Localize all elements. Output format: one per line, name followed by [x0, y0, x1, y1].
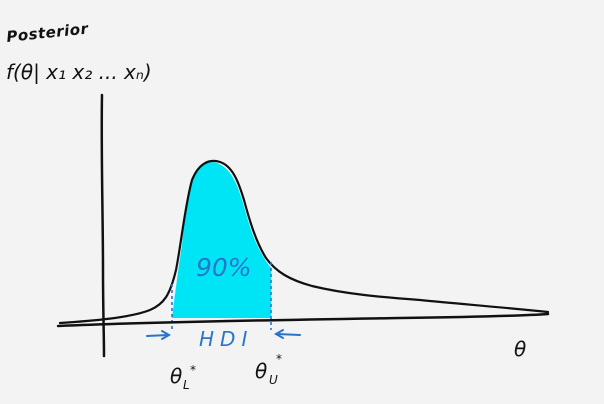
upper-arrow [273, 329, 301, 339]
svg-text:θ: θ [170, 364, 182, 388]
posterior-curve [58, 159, 550, 325]
svg-text:*: * [276, 352, 282, 366]
hdi-shaded-region [172, 161, 271, 318]
svg-text:*: * [190, 363, 196, 377]
lower-arrow [146, 330, 172, 340]
upper-bound-label: θ U * [255, 352, 282, 387]
x-axis-label: θ [514, 337, 526, 361]
svg-text:L: L [183, 378, 190, 392]
x-axis [56, 312, 550, 328]
lower-bound-label: θ L * [170, 363, 196, 392]
svg-text:θ: θ [255, 359, 267, 383]
hdi-label: HDI [199, 327, 253, 351]
y-axis [100, 93, 106, 358]
posterior-label: Posterior [6, 19, 91, 46]
posterior-function-label: f(θ| x₁ x₂ ... xₙ) [6, 60, 152, 84]
percent-label: 90% [196, 253, 252, 282]
svg-text:U: U [269, 373, 278, 387]
